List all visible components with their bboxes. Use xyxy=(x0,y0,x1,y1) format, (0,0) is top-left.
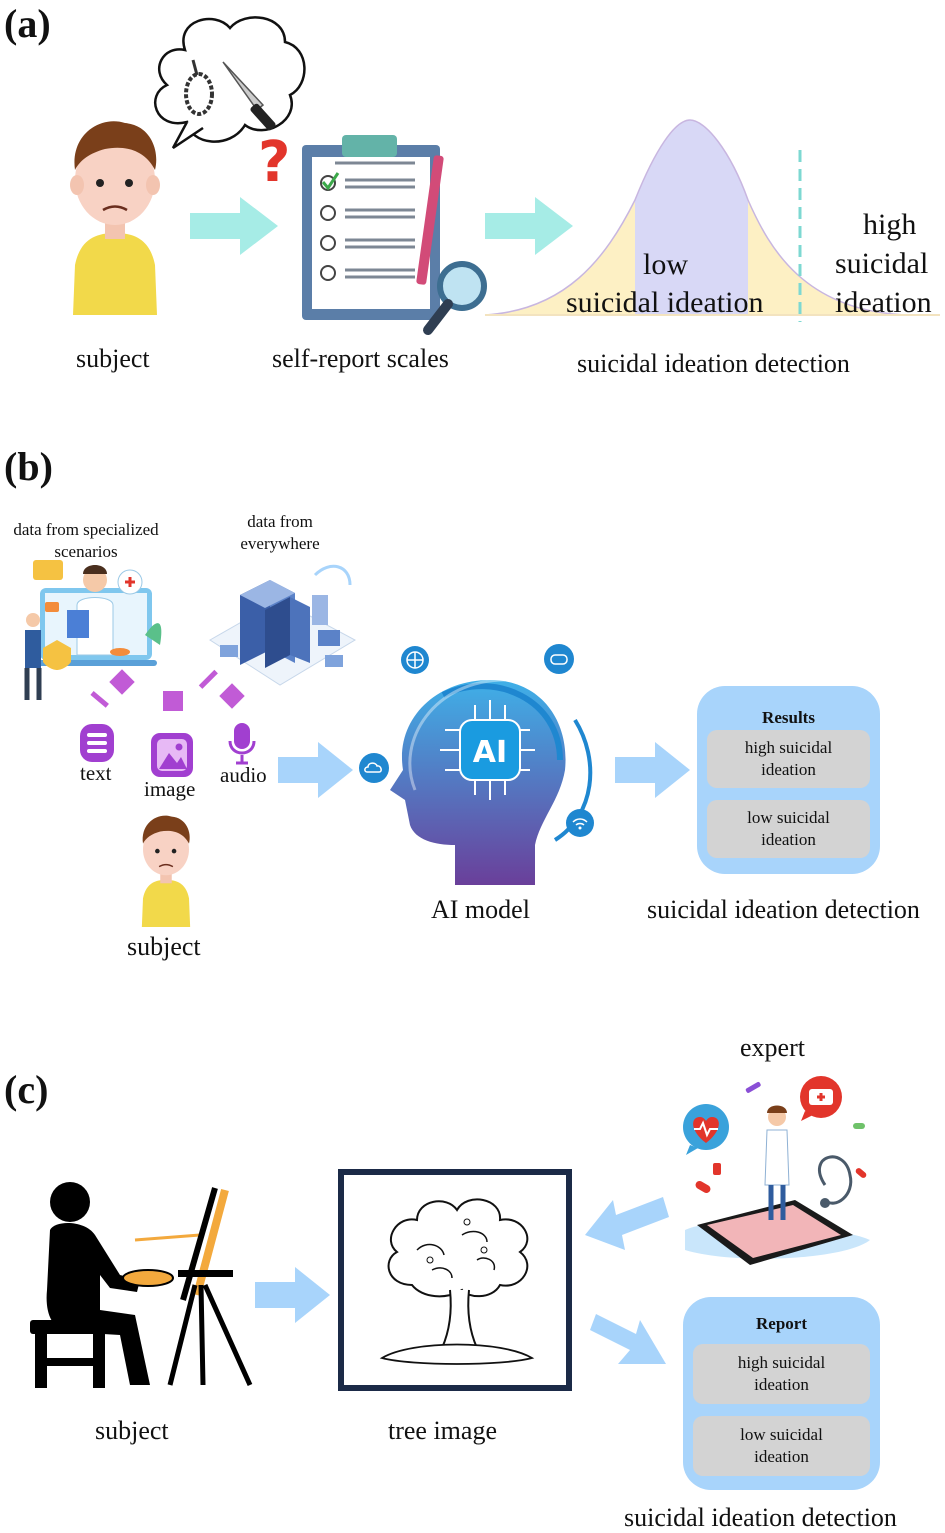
boy-face-icon xyxy=(141,815,191,927)
magnifier-icon xyxy=(423,261,487,335)
results-card: Results high suicidal ideation low suicid… xyxy=(697,686,880,874)
panel-c-label: (c) xyxy=(4,1067,49,1112)
ai-badge-text: AI xyxy=(473,735,507,770)
wifi-icon xyxy=(566,809,594,837)
report-low-line1: low suicidal xyxy=(740,1425,823,1444)
arrow-right-icon xyxy=(485,197,573,255)
results-low-line2: ideation xyxy=(761,830,816,849)
high-ideation-label: ideation xyxy=(835,286,932,319)
arrow-right-icon xyxy=(190,197,278,255)
panel-b-label: (b) xyxy=(4,444,53,489)
report-low-line2: ideation xyxy=(754,1447,809,1466)
distribution-curve xyxy=(484,119,940,322)
results-low-line1: low suicidal xyxy=(747,808,830,827)
boy-face-icon xyxy=(70,121,160,315)
report-card: Report high suicidal ideation low suicida… xyxy=(683,1297,880,1490)
cloud-icon xyxy=(359,753,389,783)
report-title: Report xyxy=(756,1314,807,1333)
panel-a-label: (a) xyxy=(4,1,51,46)
arrow-right-icon xyxy=(590,1314,666,1364)
connector-diamonds xyxy=(90,669,245,711)
tree-image-caption: tree image xyxy=(388,1416,497,1445)
arrow-right-icon xyxy=(615,742,690,798)
doctor-online-icon xyxy=(24,560,162,700)
everywhere-data-label-2: everywhere xyxy=(240,534,320,553)
results-high-item: high suicidal ideation xyxy=(707,730,870,788)
noose-icon xyxy=(184,59,214,116)
panel-a-detection-caption: suicidal ideation detection xyxy=(577,349,850,378)
image-icon xyxy=(151,733,193,777)
results-title: Results xyxy=(762,708,815,727)
panel-a-subject-caption: subject xyxy=(76,344,150,373)
results-high-line1: high suicidal xyxy=(744,738,833,757)
heart-icon xyxy=(683,1104,729,1155)
image-label: image xyxy=(144,777,196,801)
knife-icon xyxy=(222,61,276,131)
panel-b-detection-caption: suicidal ideation detection xyxy=(647,895,920,924)
high-suicidal-label: suicidal xyxy=(835,247,929,280)
doctor-tablet-icon xyxy=(685,1082,870,1265)
panel-b-subject-caption: subject xyxy=(127,932,201,961)
specialized-data-label-1: data from specialized xyxy=(13,520,159,539)
panel-c-subject-caption: subject xyxy=(95,1416,169,1445)
results-low-item: low suicidal ideation xyxy=(707,800,870,858)
text-label: text xyxy=(80,761,112,785)
painter-silhouette-icon xyxy=(30,1182,253,1388)
report-high-item: high suicidal ideation xyxy=(693,1344,870,1404)
low-label: low xyxy=(643,248,688,281)
arrow-right-icon xyxy=(255,1267,330,1323)
expert-caption: expert xyxy=(740,1033,805,1062)
medical-kit-icon xyxy=(800,1076,842,1121)
server-city-icon xyxy=(209,564,357,686)
tree-drawing-icon xyxy=(379,1198,535,1365)
arrow-left-icon xyxy=(585,1197,669,1250)
report-high-line2: ideation xyxy=(754,1375,809,1394)
question-mark-icon: ? xyxy=(258,130,291,195)
panel-c-detection-caption: suicidal ideation detection xyxy=(624,1503,897,1532)
high-label: high xyxy=(863,208,917,241)
ai-model-caption: AI model xyxy=(431,895,530,924)
microphone-icon xyxy=(228,723,256,765)
low-suicidal-ideation-label: suicidal ideation xyxy=(566,286,764,319)
specialized-data-label-2: scenarios xyxy=(54,542,118,561)
report-high-line1: high suicidal xyxy=(737,1353,826,1372)
self-report-caption: self-report scales xyxy=(272,344,449,373)
report-low-item: low suicidal ideation xyxy=(693,1416,870,1476)
arrow-right-icon xyxy=(278,742,353,798)
everywhere-data-label-1: data from xyxy=(247,512,313,531)
clipboard-icon xyxy=(302,135,444,320)
audio-label: audio xyxy=(220,763,267,787)
thought-bubble-icon xyxy=(154,16,306,150)
gamepad-icon xyxy=(544,644,574,674)
globe-icon xyxy=(401,646,429,674)
ai-head-icon: AI xyxy=(390,678,593,885)
tree-image-frame xyxy=(338,1169,572,1391)
text-icon xyxy=(80,724,114,762)
results-high-line2: ideation xyxy=(761,760,816,779)
